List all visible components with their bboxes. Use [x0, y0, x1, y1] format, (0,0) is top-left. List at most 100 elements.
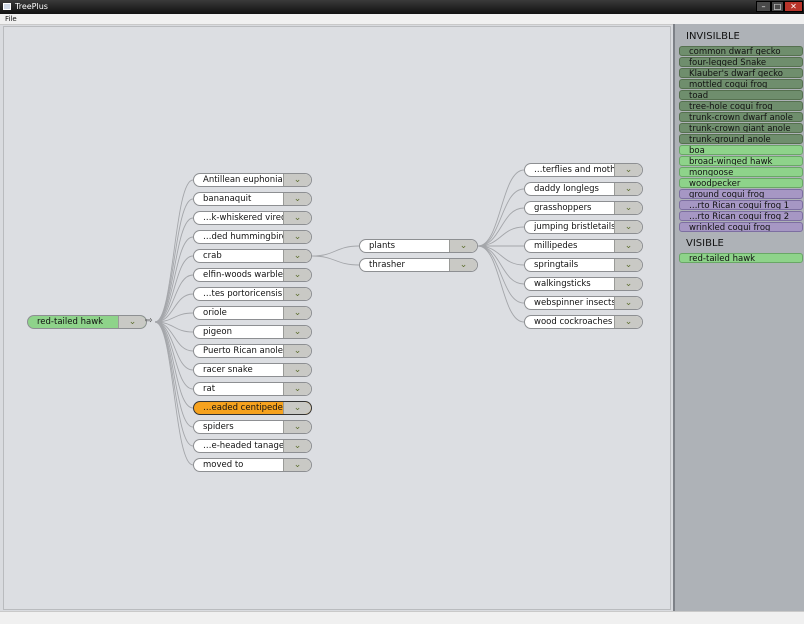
menu-file[interactable]: File: [5, 15, 17, 23]
expand-icon[interactable]: ⌄: [283, 326, 311, 338]
invisible-list-item[interactable]: tree-hole coqui frog: [679, 101, 803, 111]
expand-icon[interactable]: ⌄: [283, 288, 311, 300]
expand-icon[interactable]: ⌄: [449, 240, 477, 252]
tree-node[interactable]: thrasher ⌄: [359, 258, 478, 272]
tree-node-label: …tes portoricensis: [203, 289, 283, 299]
expand-icon[interactable]: ⌄: [283, 421, 311, 433]
tree-node[interactable]: rat⌄: [193, 382, 312, 396]
tree-edge: [154, 321, 194, 390]
tree-node[interactable]: millipedes ⌄: [524, 239, 643, 253]
tree-edge: [154, 255, 194, 323]
expand-icon[interactable]: ⌄: [283, 440, 311, 452]
expand-icon[interactable]: ⌄: [449, 259, 477, 271]
expand-icon[interactable]: ⌄: [614, 240, 642, 252]
tree-node[interactable]: walkingsticks⌄: [524, 277, 643, 291]
invisible-list-item[interactable]: ground coqui frog: [679, 189, 803, 199]
tree-node[interactable]: …tes portoricensis⌄: [193, 287, 312, 301]
root-node[interactable]: red-tailed hawk ⌄: [27, 315, 147, 329]
tree-node[interactable]: …e-headed tanager⌄: [193, 439, 312, 453]
tree-node[interactable]: spiders⌄: [193, 420, 312, 434]
tree-node-label: jumping bristletails: [534, 222, 614, 232]
close-button[interactable]: ✕: [784, 1, 803, 12]
invisible-list-item[interactable]: broad-winged hawk: [679, 156, 803, 166]
expand-icon[interactable]: ⌄: [283, 193, 311, 205]
tree-node-label: millipedes: [534, 241, 578, 251]
tree-node[interactable]: webspinner insects⌄: [524, 296, 643, 310]
invisible-list-item[interactable]: mottled coqui frog: [679, 79, 803, 89]
tree-node[interactable]: …eaded centipede⌄: [193, 401, 312, 415]
invisible-list-item[interactable]: toad: [679, 90, 803, 100]
tree-node[interactable]: plants⌄: [359, 239, 478, 253]
tree-node[interactable]: oriole⌄: [193, 306, 312, 320]
invisible-list-item[interactable]: common dwarf gecko: [679, 46, 803, 56]
tree-node[interactable]: crab⌄: [193, 249, 312, 263]
tree-node[interactable]: springtails ⌄: [524, 258, 643, 272]
tree-node[interactable]: wood cockroaches⌄: [524, 315, 643, 329]
invisible-list-item[interactable]: Klauber's dwarf gecko: [679, 68, 803, 78]
expand-icon[interactable]: ⌄: [283, 307, 311, 319]
tree-node[interactable]: …ded hummingbird⌄: [193, 230, 312, 244]
expand-icon[interactable]: ⌄: [118, 316, 146, 328]
tree-canvas[interactable]: red-tailed hawk ⌄ ⇨ Antillean euphonia⌄b…: [3, 26, 671, 610]
tree-edge: [477, 245, 525, 285]
expand-icon[interactable]: ⌄: [614, 259, 642, 271]
expand-icon[interactable]: ⌄: [283, 269, 311, 281]
tree-node[interactable]: Antillean euphonia⌄: [193, 173, 312, 187]
expand-icon[interactable]: ⌄: [283, 364, 311, 376]
expand-icon[interactable]: ⌄: [283, 212, 311, 224]
tree-node[interactable]: jumping bristletails⌄: [524, 220, 643, 234]
invisible-list-item[interactable]: trunk-ground anole: [679, 134, 803, 144]
tree-node-label: Antillean euphonia: [203, 175, 283, 185]
expand-icon[interactable]: ⌄: [283, 250, 311, 262]
expand-icon[interactable]: ⌄: [283, 459, 311, 471]
tree-node[interactable]: grasshoppers⌄: [524, 201, 643, 215]
minimize-button[interactable]: –: [756, 1, 771, 12]
expand-icon[interactable]: ⌄: [283, 383, 311, 395]
invisible-list-item[interactable]: boa: [679, 145, 803, 155]
expand-icon[interactable]: ⌄: [614, 278, 642, 290]
expand-icon[interactable]: ⌄: [614, 164, 642, 176]
tree-edge: [154, 274, 194, 323]
invisible-list-item[interactable]: mongoose: [679, 167, 803, 177]
tree-node[interactable]: daddy longlegs⌄: [524, 182, 643, 196]
tree-node[interactable]: racer snake⌄: [193, 363, 312, 377]
expand-icon[interactable]: ⌄: [283, 402, 311, 414]
tree-node-label: springtails: [534, 260, 579, 270]
tree-node-label: Puerto Rican anole: [203, 346, 283, 356]
expand-icon[interactable]: ⌄: [614, 202, 642, 214]
expand-icon[interactable]: ⌄: [283, 231, 311, 243]
tree-edge: [311, 255, 360, 266]
tree-edge: [154, 236, 194, 323]
invisible-list-item[interactable]: …rto Rican coqui frog 2: [679, 211, 803, 221]
expand-icon[interactable]: ⌄: [283, 345, 311, 357]
expand-icon[interactable]: ⌄: [614, 297, 642, 309]
invisible-list-item[interactable]: four-legged Snake: [679, 57, 803, 67]
tree-edge: [154, 293, 194, 323]
tree-node-label: thrasher: [369, 260, 405, 270]
tree-node-label: moved to: [203, 460, 244, 470]
menu-bar: File: [0, 14, 804, 25]
visible-list-item[interactable]: red-tailed hawk: [679, 253, 803, 263]
tree-node[interactable]: …k-whiskered vireo⌄: [193, 211, 312, 225]
invisible-list-item[interactable]: woodpecker: [679, 178, 803, 188]
maximize-button[interactable]: □: [771, 1, 784, 12]
tree-node[interactable]: pigeon⌄: [193, 325, 312, 339]
expand-icon[interactable]: ⌄: [614, 316, 642, 328]
tree-edge: [154, 321, 194, 371]
expand-arrow-icon[interactable]: ⇨: [145, 316, 153, 326]
tree-node[interactable]: bananaquit⌄: [193, 192, 312, 206]
tree-node[interactable]: elfin-woods warbler⌄: [193, 268, 312, 282]
invisible-list-item[interactable]: trunk-crown giant anole: [679, 123, 803, 133]
tree-node[interactable]: moved to ⌄: [193, 458, 312, 472]
invisible-list-item[interactable]: trunk-crown dwarf anole: [679, 112, 803, 122]
tree-edge: [154, 198, 194, 323]
expand-icon[interactable]: ⌄: [614, 183, 642, 195]
invisible-list-item[interactable]: wrinkled coqui frog: [679, 222, 803, 232]
tree-node[interactable]: …terflies and moths⌄: [524, 163, 643, 177]
invisible-list-item[interactable]: …rto Rican coqui frog 1: [679, 200, 803, 210]
app-icon: [3, 3, 11, 10]
tree-node[interactable]: Puerto Rican anole⌄: [193, 344, 312, 358]
expand-icon[interactable]: ⌄: [614, 221, 642, 233]
tree-node-label: wood cockroaches: [534, 317, 613, 327]
expand-icon[interactable]: ⌄: [283, 174, 311, 186]
